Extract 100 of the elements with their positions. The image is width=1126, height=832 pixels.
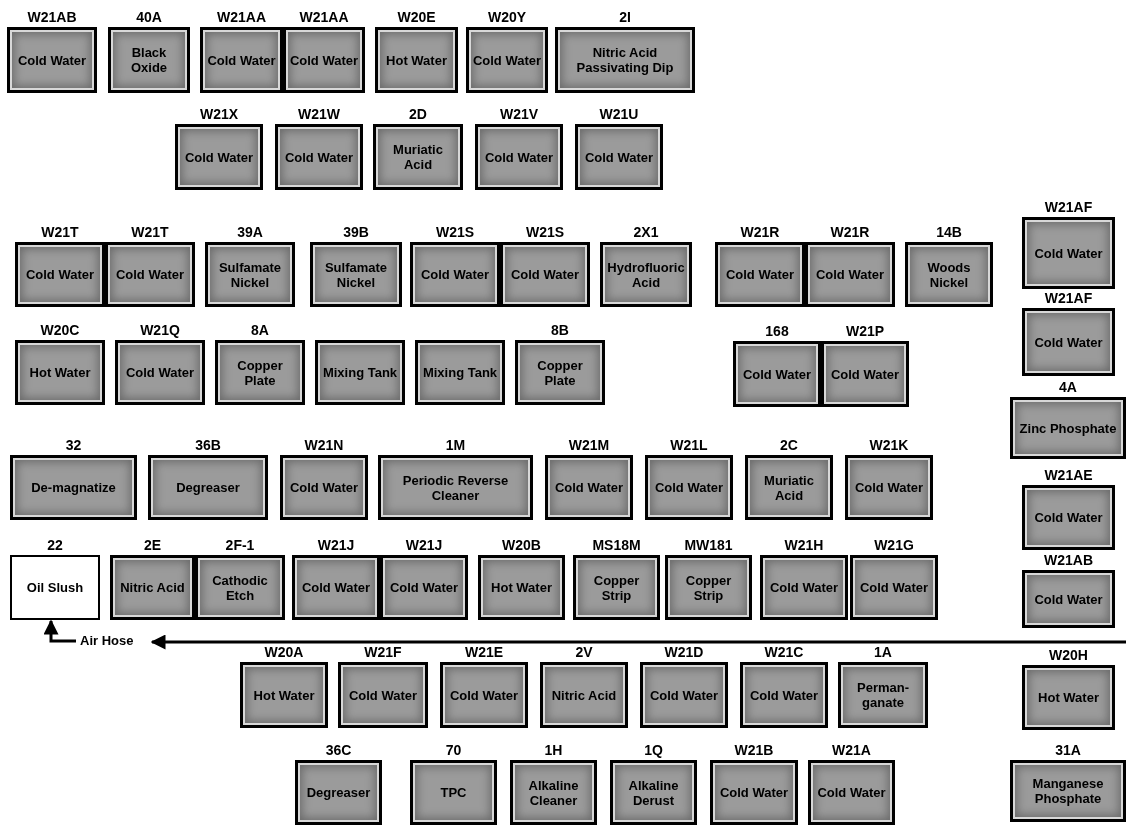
tank-number: W20A — [264, 644, 304, 660]
tank-contents: Cold Water — [509, 267, 581, 282]
tank-contents: Cold Water — [288, 480, 360, 495]
tank-contents: Cold Water — [718, 785, 790, 800]
tank-number: 1H — [544, 742, 563, 758]
tank-contents: Degreaser — [175, 480, 241, 495]
tank-number: 2I — [619, 9, 631, 25]
tank-contents: Cold Water — [124, 365, 196, 380]
tank-contents: Oil Slush — [25, 580, 85, 595]
tank-number: W21AA — [217, 9, 266, 25]
tank-contents: Cold Water — [858, 580, 930, 595]
tank-number: W21Q — [140, 322, 180, 338]
tank-number: W20C — [40, 322, 80, 338]
tank-contents: Cold Water — [814, 267, 886, 282]
tank-number: 36C — [325, 742, 352, 758]
tank-contents: Cold Water — [653, 480, 725, 495]
tank-contents: Cold Water — [16, 52, 88, 68]
tank-number: 2E — [143, 537, 162, 553]
tank-contents: Nitric Acid — [119, 580, 186, 595]
tank-contents: Cold Water — [300, 580, 372, 595]
tank-contents: Alkaline Cleaner — [527, 777, 580, 808]
tank-number: 32 — [65, 437, 82, 453]
tank-contents: Cold Water — [553, 480, 625, 495]
tank-number: W20H — [1049, 647, 1088, 663]
tank-contents: Cold Water — [1033, 510, 1104, 525]
tank-contents: Cold Water — [288, 52, 360, 68]
tank-number: W21AB — [1044, 552, 1093, 568]
tank-contents: Cold Water — [283, 149, 355, 165]
tank-number: 22 — [47, 537, 63, 553]
tank-number: 1A — [874, 644, 892, 660]
tank-number: 2D — [409, 106, 427, 122]
tank-number: MW181 — [684, 537, 733, 553]
tank-number: W21J — [405, 537, 443, 553]
tank-contents: Hot Water — [490, 580, 553, 595]
tank-contents: Hot Water — [1037, 690, 1100, 705]
tank-number: 39A — [237, 224, 263, 240]
tank-contents: Cold Water — [206, 52, 277, 68]
tank-contents: Degreaser — [305, 785, 372, 800]
tank-number: W21X — [199, 106, 239, 122]
tank-number: W21B — [734, 742, 774, 758]
tank-contents: Cold Water — [1033, 334, 1104, 350]
tank-number: W21T — [41, 224, 79, 240]
tank-number: W20E — [397, 9, 436, 25]
tank-contents: Hydrofluoric Acid — [606, 259, 686, 290]
tank-contents: Cold Water — [183, 149, 255, 165]
tank-contents: Nitric Acid — [550, 687, 618, 703]
tank-number: W21AE — [1044, 467, 1093, 483]
tank-contents: Mixing Tank — [321, 365, 399, 380]
tank-contents: Copper Strip — [592, 572, 641, 603]
tank-contents: Black Oxide — [129, 45, 169, 75]
tank-contents: Cold Water — [768, 580, 840, 595]
tank-contents: Manganese Phosphate — [1031, 776, 1105, 806]
tank-contents: Cold Water — [583, 149, 655, 165]
tank-contents: Alkaline Derust — [627, 777, 680, 808]
tank-contents: Cold Water — [1033, 591, 1104, 607]
tank-contents: Cold Water — [648, 687, 720, 703]
tank-number: 1M — [445, 437, 466, 453]
tank-contents: Copper Plate — [536, 357, 584, 388]
tank-contents: De-magnatize — [30, 480, 117, 495]
tank-number: W21A — [832, 742, 871, 758]
tank-contents: Periodic Reverse Cleaner — [401, 472, 510, 503]
tank-number: W21M — [568, 437, 610, 453]
tank-contents: Cold Water — [1033, 245, 1104, 261]
tank-number: 14B — [936, 224, 962, 240]
tank-contents: Copper Plate — [236, 357, 284, 388]
tank-contents: Cold Water — [114, 267, 186, 282]
tank-contents: Mixing Tank — [421, 365, 499, 380]
tank-number: 2V — [575, 644, 593, 660]
tank-number: 2C — [780, 437, 798, 453]
tank-contents: Hot Water — [385, 52, 448, 68]
tank-number: 8B — [551, 322, 569, 338]
tank-contents: Cold Water — [419, 267, 491, 282]
tank-number: W20B — [502, 537, 541, 553]
tank-number: W21V — [499, 106, 539, 122]
hose-arrow — [150, 634, 1126, 650]
tank-contents: Hot Water — [252, 687, 316, 703]
tank-contents: Cold Water — [748, 687, 820, 703]
hose-arrow — [43, 619, 76, 643]
tank-number: W21J — [317, 537, 355, 553]
tank-contents: Cathodic Etch — [211, 572, 269, 603]
tank-contents: Perman- ganate — [856, 680, 910, 710]
tank-number: W20Y — [487, 9, 527, 25]
tank-contents: Zinc Phosphate — [1018, 420, 1118, 436]
tank-contents: Cold Water — [483, 149, 555, 165]
tank-number: W21AB — [27, 9, 77, 25]
tank-number: W21R — [830, 224, 870, 240]
tank-number: 168 — [765, 323, 789, 339]
tank-number: W21N — [304, 437, 344, 453]
tank-number: W21R — [740, 224, 780, 240]
tank-number: W21P — [845, 323, 885, 339]
tank-contents: Hot Water — [28, 365, 92, 380]
hose-label: Air Hose — [80, 633, 134, 649]
tank-contents: Cold Water — [829, 366, 901, 382]
tank-number: W21F — [364, 644, 402, 660]
tank-number: W21D — [664, 644, 704, 660]
tank-contents: TPC — [439, 785, 468, 800]
tank-contents: Muriatic Acid — [392, 142, 444, 172]
tank-number: 4A — [1059, 379, 1077, 395]
tank-number: 39B — [343, 224, 369, 240]
tank-number: 36B — [195, 437, 221, 453]
